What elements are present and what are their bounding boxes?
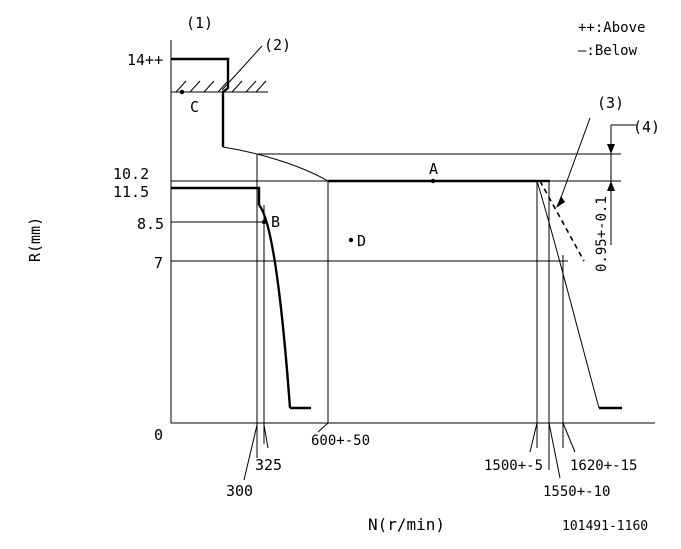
leader-3-arrow bbox=[556, 196, 565, 208]
point-b-label: B bbox=[271, 213, 280, 231]
ref-1-label: (1) bbox=[186, 14, 213, 32]
drawing-number: 101491-1160 bbox=[562, 519, 648, 534]
xtick-1500: 1500+-5 bbox=[484, 458, 543, 474]
ref-2-label: (2) bbox=[264, 36, 291, 54]
leader-1500 bbox=[529, 422, 538, 453]
main-curve-cutoff bbox=[536, 180, 600, 409]
second-curve-upper bbox=[171, 186, 261, 205]
tol-arrow-bottom bbox=[607, 181, 615, 191]
ytick-14: 14++ bbox=[127, 51, 163, 69]
second-curve-drop bbox=[258, 204, 292, 409]
ytick-10-2: 10.2 bbox=[113, 165, 149, 183]
xtick-325: 325 bbox=[255, 456, 282, 474]
xtick-1550: 1550+-10 bbox=[543, 484, 610, 500]
tol-arrow-top bbox=[607, 144, 615, 154]
ytick-11-5: 11.5 bbox=[113, 183, 149, 201]
legend-above: ++:Above bbox=[578, 20, 645, 36]
leader-300 bbox=[243, 424, 258, 481]
point-b-dot bbox=[261, 219, 267, 225]
xtick-300: 300 bbox=[226, 482, 253, 500]
point-d-dot bbox=[348, 237, 354, 243]
leader-1550 bbox=[548, 422, 561, 479]
legend-below: —:Below bbox=[578, 43, 638, 59]
ytick-8-5: 8.5 bbox=[137, 215, 164, 233]
y-axis-label: R(mm) bbox=[26, 217, 44, 262]
point-c-label: C bbox=[190, 98, 199, 116]
point-a-dot bbox=[430, 178, 436, 184]
leader-3 bbox=[558, 117, 591, 204]
tolerance-label: 0.95+-0.1 bbox=[594, 196, 610, 272]
leader-325 bbox=[263, 424, 269, 449]
xtick-1620: 1620+-15 bbox=[570, 458, 637, 474]
stopper-hatch bbox=[175, 80, 267, 93]
ytick-0: 0 bbox=[154, 426, 163, 444]
main-curve-upper bbox=[171, 57, 230, 147]
main-curve-droop bbox=[222, 146, 329, 182]
xtick-600: 600+-50 bbox=[311, 433, 370, 449]
ytick-7: 7 bbox=[154, 254, 163, 272]
point-d-label: D bbox=[357, 232, 366, 250]
dashed-curve bbox=[539, 180, 585, 262]
ref-3-label: (3) bbox=[597, 94, 624, 112]
ref-4-label: (4) bbox=[633, 118, 660, 136]
leader-600 bbox=[317, 422, 329, 433]
x-axis-label: N(r/min) bbox=[368, 515, 445, 534]
point-a-label: A bbox=[429, 160, 438, 178]
leader-1620 bbox=[562, 422, 576, 453]
point-c-dot bbox=[179, 89, 185, 95]
